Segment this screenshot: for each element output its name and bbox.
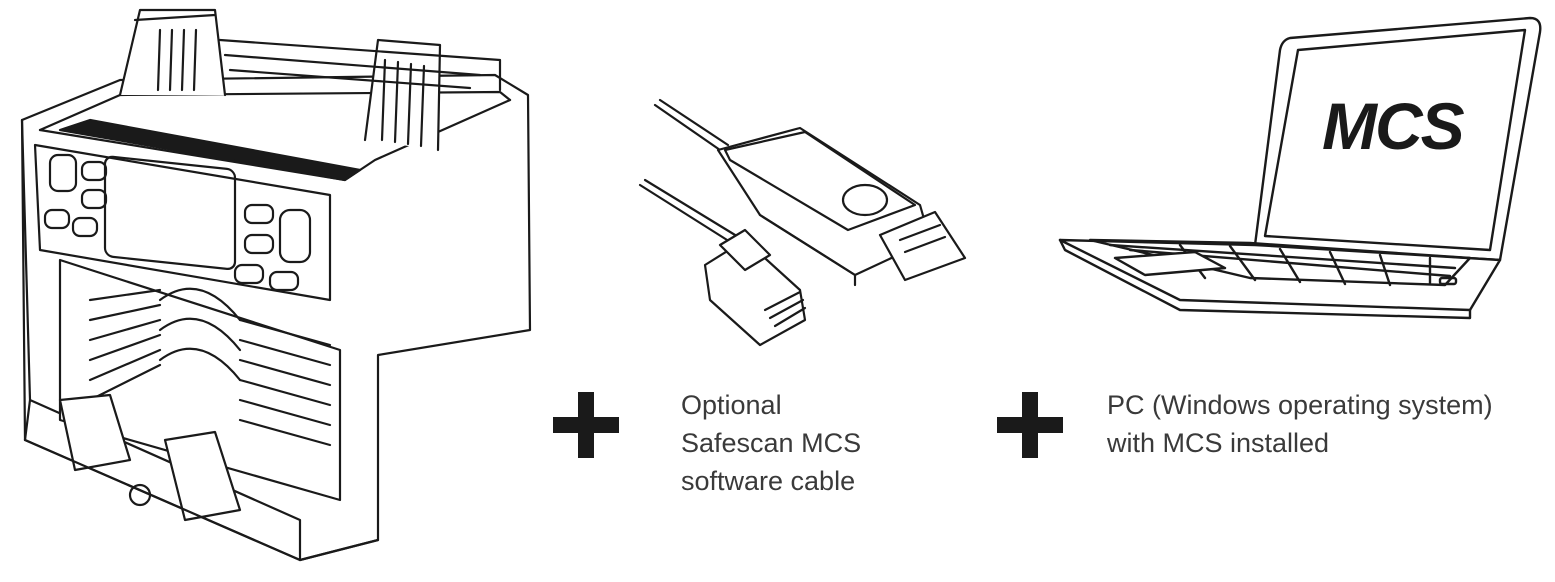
pc-caption-line-2: with MCS installed (1107, 428, 1330, 458)
cable-caption-line-2: Safescan MCS (681, 428, 862, 458)
cable-caption-line-3: software cable (681, 466, 856, 496)
pc-caption-line-1: PC (Windows operating system) (1107, 390, 1493, 420)
pc-caption: PC (Windows operating system) with MCS i… (1107, 386, 1493, 462)
plus-icon (997, 392, 1063, 458)
plus-icon (553, 392, 619, 458)
cable-caption-line-1: Optional (681, 390, 782, 420)
laptop-screen-text: MCS (1322, 89, 1465, 163)
cable-caption: Optional Safescan MCS software cable (681, 386, 861, 500)
